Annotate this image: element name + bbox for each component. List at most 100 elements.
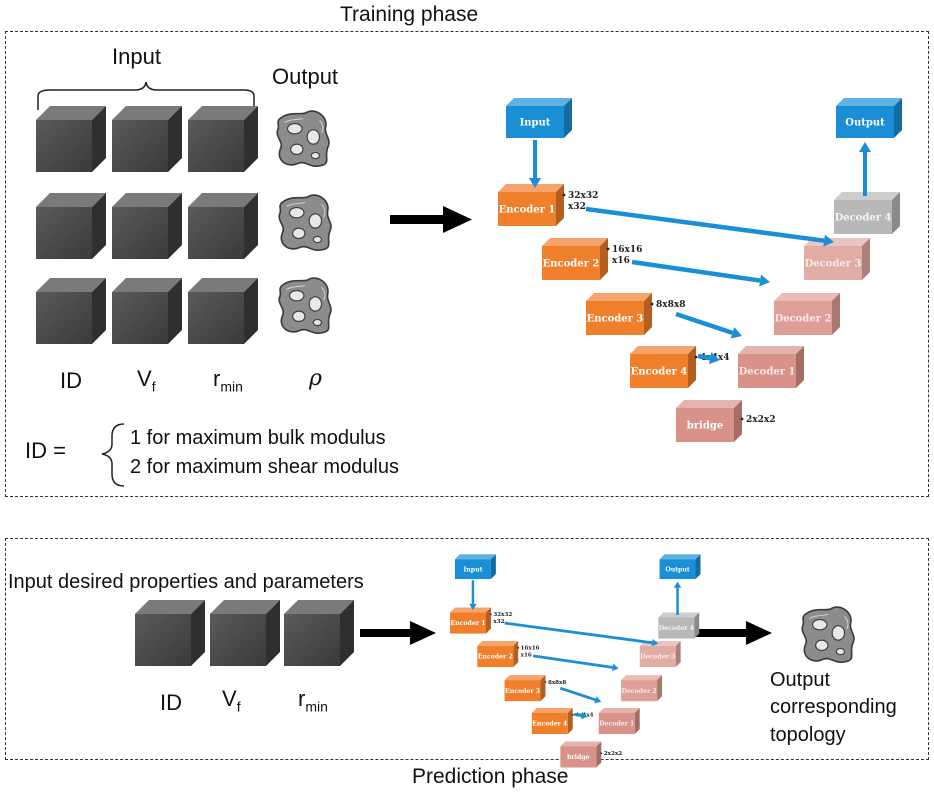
bridge-dims: 2x2x2 [604,751,622,757]
decoder-box-2-label: Decoder 2 [622,688,657,695]
encoder-box-4: Encoder 4 [531,708,573,735]
prediction-phase-box [5,538,929,760]
training-phase-box [5,31,929,497]
cube-icon [36,106,106,172]
id-option-2: 2 for maximum shear modulus [130,456,399,478]
pred-col-label-vf: Vf [222,688,241,715]
id-definition-prefix: ID = [25,438,66,463]
cube-icon [36,278,106,344]
pred-col-label-id: ID [160,690,182,715]
decoder-box-3-label: Decoder 3 [805,259,862,270]
input-brace [37,81,255,110]
skip-arrow-icon-1 [504,621,659,647]
id-curly-brace [101,423,125,487]
encoder-box-2: Encoder 2 [542,238,608,280]
decoder-box-1: Decoder 1 [598,708,640,735]
decoder-box-3: Decoder 3 [804,238,870,280]
unet-input-box-label: Input [463,566,482,573]
cube-icon [135,600,205,666]
prediction-input-cubes [135,600,354,666]
id-option-1: 1 for maximum bulk modulus [130,427,386,449]
encoder-dims-2: x16 [612,256,630,266]
prediction-phase-title: Prediction phase [412,765,569,788]
decoder-box-1-label: Decoder 1 [739,367,796,378]
encoder-dims-3: 8x8x8 [656,300,686,310]
decoder-box-3-label: Decoder 3 [640,654,675,661]
vf-sub: f [151,378,156,395]
training-arrow-icon [390,206,472,233]
decoder-box-3: Decoder 3 [639,641,681,668]
encoder-box-1: Encoder 1 [450,607,491,634]
encoder-dims-2: x16 [521,653,532,659]
unet-output-box: Output [836,98,902,138]
col-label-rmin: rmin [213,366,243,395]
unet-output-box-label: Output [845,118,885,129]
unet-input-box: Input [454,554,496,580]
cube-icon [112,193,182,259]
prediction-output-line-3: topology [770,724,846,746]
encoder-box-4-label: Encoder 4 [631,367,688,378]
encoder-box-2-label: Encoder 2 [478,654,513,661]
input-label: Input [112,44,161,69]
output-label: Output [272,64,339,89]
encoder-dims-3: 8x8x8 [548,680,566,686]
arrow-input-down-icon [529,140,541,188]
unet-output-box-label: Output [665,566,690,573]
skip-arrow-icon-4 [573,711,588,720]
training-phase-title: Training phase [340,3,479,26]
col-label-id: ID [60,368,82,393]
bridge-dims: 2x2x2 [746,415,776,425]
encoder-box-3: Encoder 3 [586,293,652,335]
encoder-dims-1: x32 [568,202,586,212]
encoder-box-1: Encoder 1 [498,184,564,226]
encoder-box-2: Encoder 2 [477,641,519,668]
topology-icon [276,110,330,168]
encoder-box-2-label: Encoder 2 [543,259,600,270]
encoder-box-1-label: Encoder 1 [450,620,485,627]
cube-icon [284,600,354,666]
skip-arrow-icon-3 [675,311,742,339]
bridge-box: bridge [560,741,602,768]
encoder-box-3: Encoder 3 [504,675,546,702]
encoder-dims-1: 32x32 [493,612,512,618]
decoder-box-2: Decoder 2 [774,293,840,335]
cube-icon [112,106,182,172]
encoder-box-4-label: Encoder 4 [532,721,568,728]
pred-vf-sub: f [236,698,241,715]
decoder-box-1: Decoder 1 [738,346,804,388]
skip-arrow-icon-3 [559,686,602,704]
prediction-output-line-1: Output [770,669,831,691]
decoder-box-4-label: Decoder 4 [835,213,892,224]
topology-icon [801,606,855,664]
encoder-dims-2: 16x16 [521,646,540,652]
training-input-cubes [36,106,258,344]
col-label-rho: ρ [309,366,322,391]
cube-icon [188,278,258,344]
encoder-box-3-label: Encoder 3 [587,314,644,325]
decoder-box-4: Decoder 4 [658,612,700,639]
skip-arrow-icon-2 [631,259,770,287]
skip-arrow-icon-2 [532,654,619,672]
encoder-dims-2: 16x16 [612,245,642,255]
cube-icon [188,193,258,259]
decoder-box-4-label: Decoder 4 [659,625,695,632]
topology-icon [278,194,332,252]
skip-arrow-icon-4 [697,352,720,365]
arrow-input-down-icon [469,580,477,611]
pred-rmin-sub: min [305,698,328,715]
bridge-box-label: bridge [687,421,723,432]
rmin-main: r [213,366,221,391]
unet-input-box-label: Input [520,118,551,129]
bridge-box: bridge [676,400,742,442]
prediction-arrow-in-icon [360,621,436,645]
decoder-box-4: Decoder 4 [834,192,900,234]
bridge-box-label: bridge [567,754,590,761]
skip-arrow-icon-1 [585,206,834,247]
rmin-sub: min [220,378,243,395]
cube-icon [36,193,106,259]
cube-icon [210,600,280,666]
encoder-dims-1: 32x32 [568,191,598,201]
prediction-arrow-out-icon [696,621,772,645]
